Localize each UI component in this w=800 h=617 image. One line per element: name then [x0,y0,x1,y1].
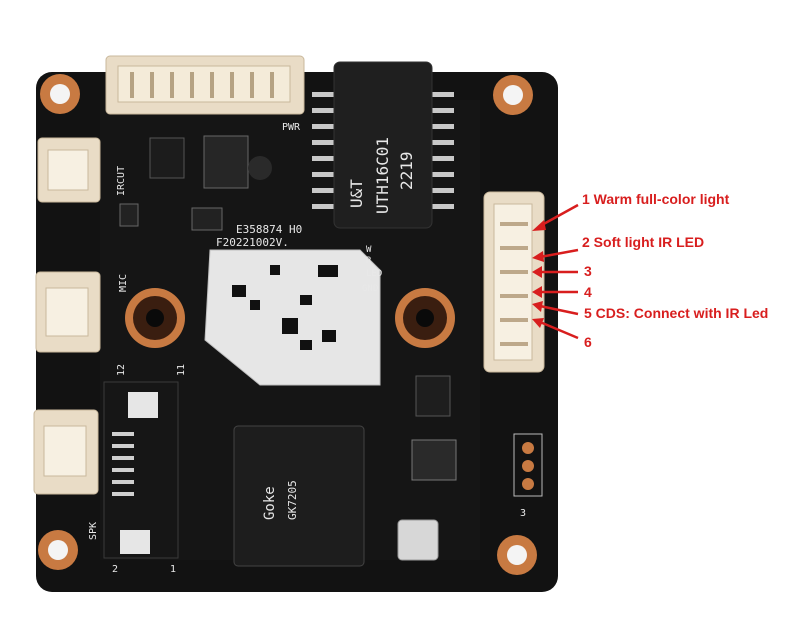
smd-component [203,135,249,189]
smd-component [248,156,272,180]
silk-code1: E358874 H0 [236,223,302,236]
mount-hole-top-right [493,75,533,115]
shield-can [204,249,381,386]
lens-mount-hole-right [395,288,455,348]
mount-hole-bottom-left [38,530,78,570]
smd-component [119,203,139,227]
spk-connector [33,409,99,495]
annotation-pin-6: 6 [584,334,592,350]
ic-top-marking: U&T [347,179,366,208]
mount-hole-top-left [40,74,80,114]
silk-r: R [366,256,372,266]
ic-date-marking: 2219 [397,151,416,190]
annotation-pin-2: 2 Soft light IR LED [582,234,705,250]
led-connector [483,191,545,373]
silk-mic: MIC [118,274,129,292]
crystal-oscillator [397,519,439,561]
silk-2: 2 [112,564,118,575]
power-connector [105,55,305,115]
annotation-pin-5: 5 CDS: Connect with IR Led [584,305,769,321]
annotation-arrows [532,203,579,340]
silk-11: 11 [176,364,187,376]
silk-12: 12 [116,364,127,376]
silk-led: LED [366,269,382,279]
soc-chip [233,425,365,567]
header-pins-3 [513,433,543,497]
silk-1: 1 [170,564,176,575]
silk-pwr: PWR [282,122,301,133]
silk-gnd: GND [362,284,378,294]
ic-part-marking: UTH16C01 [373,137,392,214]
annotation-pin-1: 1 Warm full-color light [582,191,730,207]
silk-ircut: IRCUT [116,166,127,196]
annotation-pin-4: 4 [584,284,592,300]
lens-mount-hole-left [125,288,185,348]
silk-code2: F20221002V. [216,236,289,249]
mic-connector [35,271,101,353]
silk-w: W [366,245,372,255]
smd-component-array [103,381,179,559]
silk-3: 3 [520,508,526,519]
capacitor [415,375,451,417]
smd-component [149,137,185,179]
chip-brand-marking: Goke [262,486,278,520]
annotation-pin-3: 3 [584,263,592,279]
silk-spk: SPK [88,522,99,540]
smd-component [191,207,223,231]
chip-model-marking: GK7205 [286,480,299,520]
mount-hole-bottom-right [497,535,537,575]
capacitor [411,439,457,481]
ircut-connector [37,137,101,203]
network-transformer-chip [312,61,454,229]
